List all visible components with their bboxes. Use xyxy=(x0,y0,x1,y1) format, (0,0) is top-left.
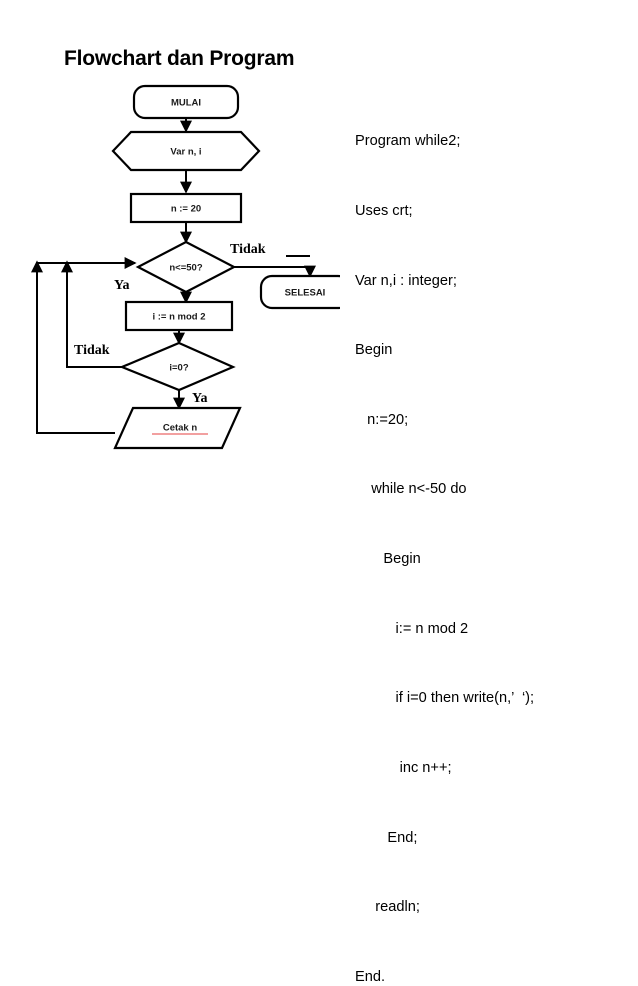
cond2-shape xyxy=(119,341,236,392)
flowchart-diagram: MULAI Var n, i n := 20 n<=50? i := n mod… xyxy=(31,84,340,450)
flow-node-start[interactable]: MULAI xyxy=(132,84,240,120)
connector-print-loop xyxy=(36,264,115,434)
code-line: if i=0 then write(n,’ ‘); xyxy=(355,690,535,707)
init-shape xyxy=(129,192,243,224)
flow-node-cond2[interactable]: i=0? xyxy=(119,341,236,392)
end-shape xyxy=(259,274,340,310)
code-line: Begin xyxy=(355,342,393,359)
code-line: Begin xyxy=(355,551,421,568)
print-shape xyxy=(113,406,242,450)
code-line: End; xyxy=(355,829,418,846)
branch-label-cond2-yes: Ya xyxy=(192,391,208,406)
flow-node-declare[interactable]: Var n, i xyxy=(111,130,261,172)
branch-label-cond1-no: Tidak xyxy=(230,242,266,257)
declare-shape xyxy=(111,130,261,172)
cond1-shape xyxy=(135,240,237,294)
code-line: readln; xyxy=(355,899,420,916)
flow-node-end[interactable]: SELESAI xyxy=(259,274,340,310)
code-line: inc n++; xyxy=(355,759,452,776)
assign-shape xyxy=(124,300,234,332)
code-line: i:= n mod 2 xyxy=(355,620,469,637)
slide-canvas: Flowchart dan Program xyxy=(31,47,535,985)
declare-label: Var n, i xyxy=(170,147,201,158)
code-line: n:=20; xyxy=(355,411,409,428)
code-line: End. xyxy=(355,968,386,985)
connector-cond1-no-to-end xyxy=(234,265,316,278)
branch-label-cond2-no: Tidak xyxy=(74,343,110,358)
cond1-label: n<=50? xyxy=(169,263,202,274)
start-shape xyxy=(132,84,240,120)
program-listing: Program while2; Uses crt; Var n,i : inte… xyxy=(355,84,625,986)
flow-node-init[interactable]: n := 20 xyxy=(129,192,243,224)
print-label: Cetak n xyxy=(163,423,198,434)
page-title: Flowchart dan Program xyxy=(64,47,295,70)
cond2-label: i=0? xyxy=(169,363,188,374)
code-line: Var n,i : integer; xyxy=(355,272,457,289)
flow-node-cond1[interactable]: n<=50? xyxy=(135,240,237,294)
connector-cond2-no-loop xyxy=(66,264,122,368)
assign-label: i := n mod 2 xyxy=(152,312,205,323)
start-label: MULAI xyxy=(171,98,201,109)
flow-node-print[interactable]: Cetak n xyxy=(113,406,242,450)
init-label: n := 20 xyxy=(171,204,201,215)
flow-node-assign[interactable]: i := n mod 2 xyxy=(124,300,234,332)
code-line: while n<-50 do xyxy=(355,481,467,498)
code-line: Uses crt; xyxy=(355,203,413,220)
end-label: SELESAI xyxy=(285,288,326,299)
branch-label-cond1-yes: Ya xyxy=(114,278,130,293)
code-line: Program while2; xyxy=(355,133,461,150)
